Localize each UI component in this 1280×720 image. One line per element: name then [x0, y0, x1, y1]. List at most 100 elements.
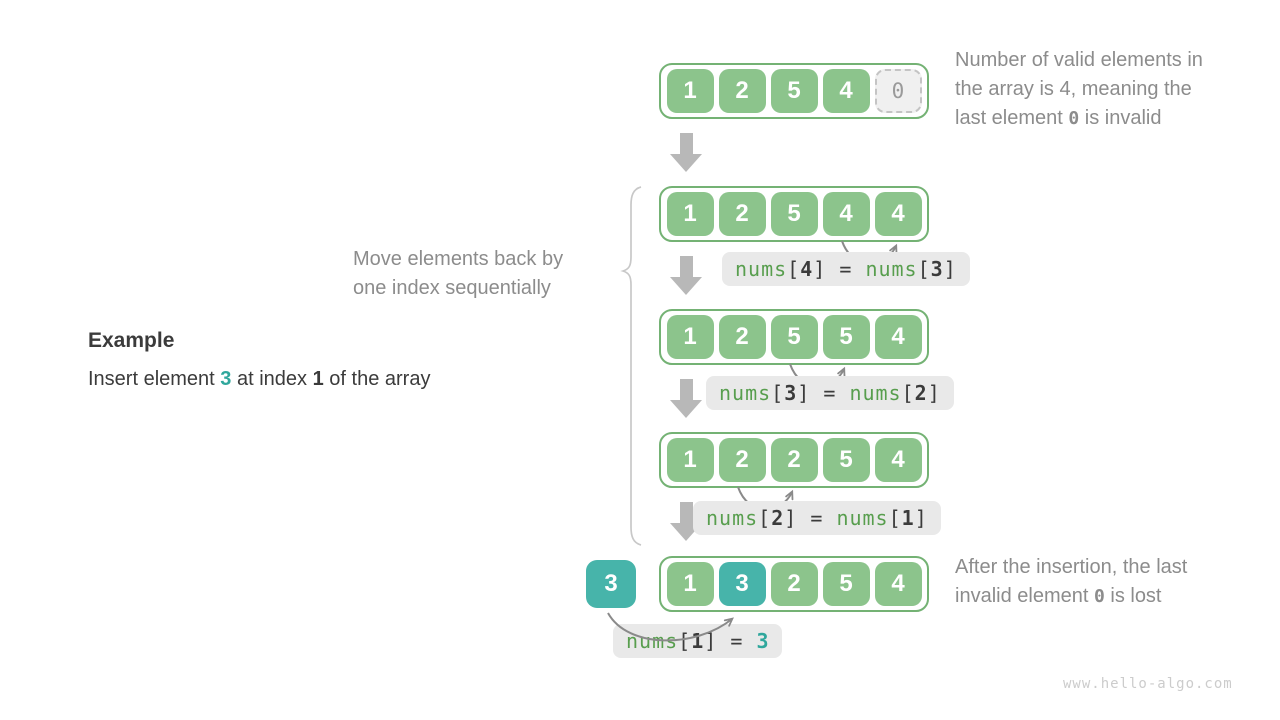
array-cell: 2 — [718, 192, 766, 236]
down-arrow-head — [670, 400, 702, 418]
array-cell: 4 — [874, 192, 922, 236]
array-cell: 5 — [822, 315, 870, 359]
code-token: nums — [865, 257, 918, 281]
code-token: nums — [719, 381, 772, 405]
brace — [620, 186, 642, 546]
code-token: [ — [758, 506, 772, 530]
down-arrow-shaft — [679, 256, 693, 277]
code-token: 1 — [901, 506, 915, 530]
example-description: Insert element 3 at index 1 of the array — [88, 368, 430, 391]
array-cell: 4 — [822, 69, 870, 113]
note-top-line2: the array is 4, meaning the — [955, 78, 1192, 100]
code-token: nums — [706, 506, 759, 530]
note-code-zero: 0 — [1068, 108, 1080, 129]
array-cell: 2 — [718, 438, 766, 482]
code-token: ] — [704, 629, 718, 653]
code-token: ] — [927, 381, 941, 405]
code-token: nums — [735, 257, 788, 281]
code-token: 2 — [771, 506, 785, 530]
array-cell: 4 — [822, 192, 870, 236]
down-arrow-1 — [670, 133, 702, 172]
assignment-label-2: nums[3] = nums[2] — [706, 376, 954, 410]
code-token: nums — [836, 506, 889, 530]
array-cell: 1 — [666, 438, 714, 482]
note-bottom: After the insertion, the last invalid el… — [955, 553, 1187, 611]
code-token: ] — [813, 257, 827, 281]
note-bottom-line2: invalid element 0 is lost — [955, 582, 1187, 611]
example-insert-value: 3 — [220, 368, 232, 390]
inserted-element-cell: 3 — [586, 560, 636, 608]
down-arrow-shaft — [679, 133, 693, 154]
assignment-label-1: nums[4] = nums[3] — [722, 252, 970, 286]
code-token: [ — [678, 629, 692, 653]
array-cell: 4 — [874, 562, 922, 606]
down-arrow-3 — [670, 379, 702, 418]
move-note: Move elements back by one index sequenti… — [353, 245, 563, 303]
code-token: = — [797, 506, 837, 530]
code-token: = — [717, 629, 757, 653]
note-code-zero: 0 — [1093, 586, 1105, 607]
array-cell: 1 — [666, 69, 714, 113]
note-top-line3: last element 0 is invalid — [955, 104, 1203, 133]
code-token: 3 — [930, 257, 944, 281]
array-cell: 5 — [770, 315, 818, 359]
note-text: invalid element — [955, 585, 1094, 607]
assignment-label-4: nums[1] = 3 — [613, 624, 783, 658]
down-arrow-shaft — [679, 502, 693, 523]
code-token: nums — [626, 629, 679, 653]
example-text: Insert element — [88, 368, 221, 390]
code-token: 1 — [691, 629, 705, 653]
array-cell: 2 — [718, 69, 766, 113]
array-cell: 5 — [770, 69, 818, 113]
code-token: 2 — [914, 381, 928, 405]
array-cell: 1 — [666, 192, 714, 236]
array-cell: 5 — [770, 192, 818, 236]
code-token: ] — [943, 257, 957, 281]
note-bottom-line1: After the insertion, the last — [955, 556, 1188, 578]
down-arrow-shaft — [679, 379, 693, 400]
note-text: is invalid — [1079, 107, 1162, 129]
move-note-line1: Move elements back by — [353, 248, 564, 270]
array-cell: 1 — [666, 562, 714, 606]
array-cell: 4 — [874, 315, 922, 359]
example-text: of the array — [323, 368, 431, 390]
code-token: [ — [787, 257, 801, 281]
down-arrow-2 — [670, 256, 702, 295]
code-token: [ — [917, 257, 931, 281]
watermark: www.hello-algo.com — [1063, 676, 1233, 692]
code-token: ] — [784, 506, 798, 530]
note-text: last element — [955, 107, 1069, 129]
code-token: [ — [888, 506, 902, 530]
assignment-label-3: nums[2] = nums[1] — [693, 501, 941, 535]
array-cell: 2 — [770, 562, 818, 606]
array-cell: 3 — [718, 562, 766, 606]
code-token: = — [826, 257, 866, 281]
code-token: = — [810, 381, 850, 405]
code-token: 3 — [756, 629, 770, 653]
code-token: [ — [771, 381, 785, 405]
array-cell: 1 — [666, 315, 714, 359]
note-top-line1: Number of valid elements in — [955, 49, 1203, 71]
code-token: [ — [901, 381, 915, 405]
array-cell: 5 — [822, 438, 870, 482]
array-cell: 2 — [770, 438, 818, 482]
code-token: 3 — [784, 381, 798, 405]
array-cell: 0 — [874, 69, 922, 113]
example-insert-index: 1 — [312, 368, 324, 390]
code-token: ] — [797, 381, 811, 405]
note-text: is lost — [1104, 585, 1162, 607]
code-token: 4 — [800, 257, 814, 281]
code-token: nums — [849, 381, 902, 405]
array-cell: 4 — [874, 438, 922, 482]
example-title: Example — [88, 329, 175, 352]
code-token: ] — [914, 506, 928, 530]
array-cell: 2 — [718, 315, 766, 359]
array-cell: 5 — [822, 562, 870, 606]
move-note-line2: one index sequentially — [353, 277, 551, 299]
example-text: at index — [231, 368, 313, 390]
